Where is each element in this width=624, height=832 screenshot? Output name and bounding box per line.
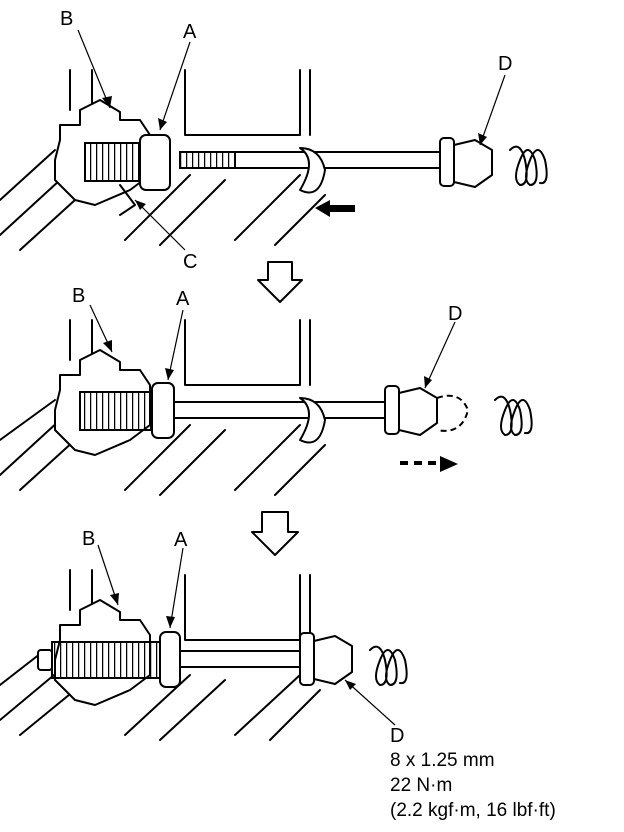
bracket-post (69, 319, 93, 361)
panel-1: B A C D (0, 8, 548, 273)
label-a: A (176, 288, 190, 310)
spec-size: 8 x 1.25 mm (390, 750, 495, 771)
sleeve-thread (79, 391, 161, 431)
frame-lines-right (124, 174, 326, 246)
bolt-flange (299, 632, 315, 686)
leader-c (134, 199, 186, 251)
label-b: B (82, 528, 95, 550)
bracket-post (69, 569, 93, 611)
leader-d (424, 321, 456, 389)
nut-a (159, 631, 181, 688)
label-b: B (60, 8, 73, 30)
bolt-head-d (398, 387, 438, 436)
panel-2: B A D (0, 285, 533, 496)
clip-c (119, 184, 136, 216)
leader-a (159, 41, 191, 131)
rotation-coil-icon (494, 395, 533, 436)
panel-3: B A D 8 x 1.25 mm 22 N·m (2.2 kgf·m, 16 … (0, 528, 556, 821)
bracket-post (69, 69, 93, 111)
label-c: C (183, 251, 197, 273)
frame-lines-right (124, 424, 326, 496)
bolt-collar (299, 397, 326, 444)
spec-torque-alt: (2.2 kgf·m, 16 lbf·ft) (390, 800, 556, 821)
leader-a (169, 547, 184, 629)
leader-d (344, 679, 396, 726)
arrow-down-outline-icon (257, 261, 303, 303)
label-a: A (183, 21, 197, 43)
sleeve-thread (51, 641, 163, 679)
nut-a (139, 134, 171, 191)
label-a: A (174, 529, 188, 551)
rotation-coil-icon (509, 145, 548, 186)
bolt-collar (299, 147, 326, 194)
mount-body (184, 574, 311, 641)
frame-lines-right (124, 674, 321, 741)
sleeve-thread (84, 142, 141, 182)
bolt-tip (37, 649, 53, 671)
label-b: B (72, 285, 85, 307)
mount-body (184, 319, 311, 386)
bolt-flange (384, 385, 400, 435)
label-d: D (390, 725, 404, 747)
label-d: D (448, 303, 462, 325)
arrow-down-outline-icon (251, 511, 299, 556)
bolt-shaft (179, 650, 306, 668)
label-d: D (498, 53, 512, 75)
bolt-thread (179, 151, 236, 169)
leader-a (167, 309, 184, 381)
leader-b (77, 29, 111, 109)
bolt-head-d (313, 635, 353, 685)
frame-lines-left (0, 149, 76, 251)
frame-lines-left (0, 399, 76, 491)
mount-body (184, 69, 311, 136)
bolt-shaft (173, 401, 390, 419)
bolt-head-ghost (436, 394, 470, 432)
nut-a (151, 382, 175, 439)
bolt-head-d (453, 139, 493, 188)
rotation-coil-icon (369, 645, 408, 686)
spec-torque-nm: 22 N·m (390, 775, 452, 796)
arrow-left-icon (315, 200, 355, 217)
leader-d (479, 74, 506, 146)
bolt-flange (439, 137, 455, 187)
